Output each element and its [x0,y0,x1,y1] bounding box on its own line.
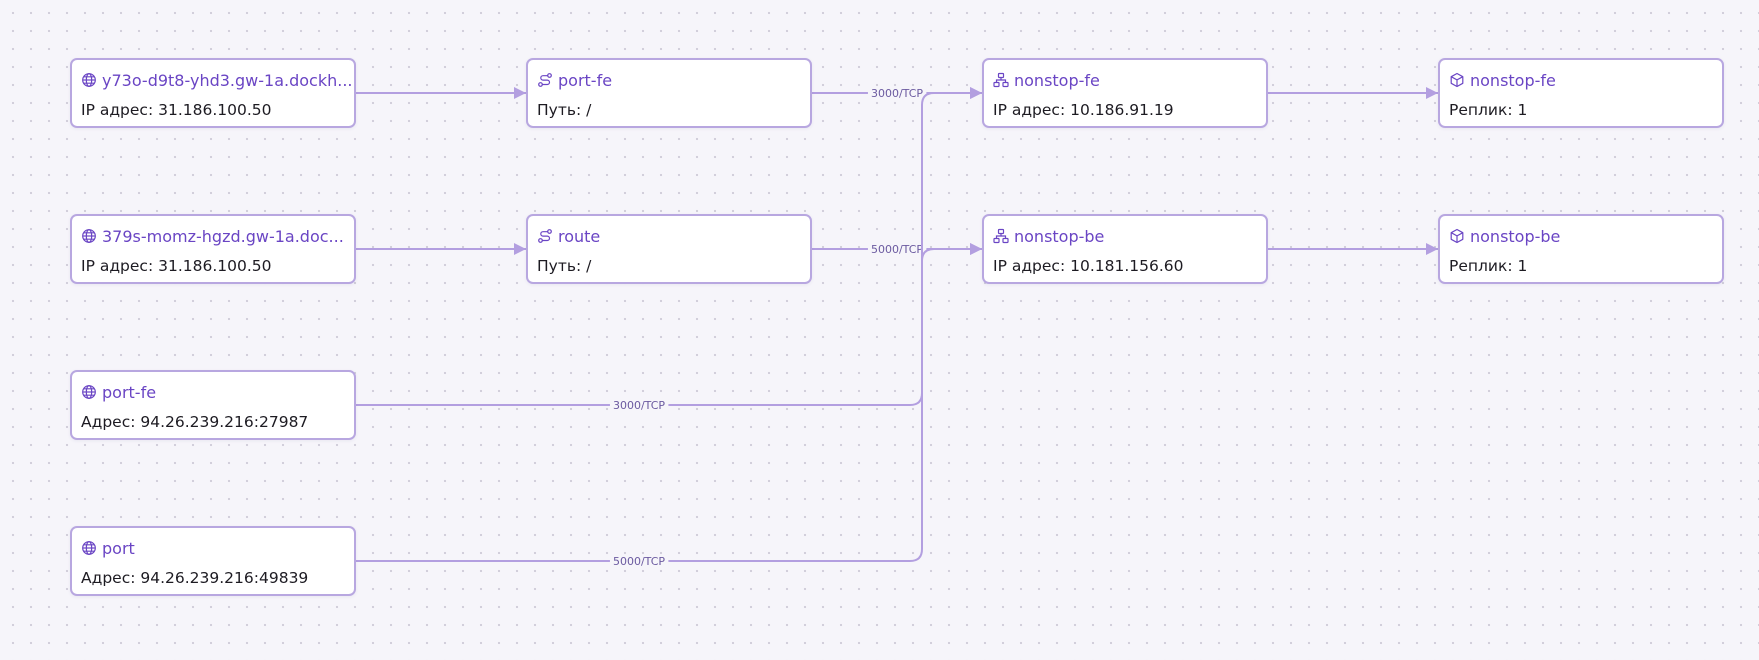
edge-label: 3000/TCP [871,87,923,100]
node-service-nonstop-be[interactable]: nonstop-be IP адрес: 10.181.156.60 [982,214,1268,284]
globe-icon [81,540,97,556]
network-icon [993,72,1009,88]
node-title: port-fe [558,70,613,90]
node-title: port-fe [102,382,157,402]
node-subtitle: Реплик: 1 [1449,257,1528,275]
node-ingress-1[interactable]: y73o-d9t8-yhd3.gw-1a.dockh... IP адрес: … [70,58,356,128]
node-title: nonstop-fe [1470,70,1556,90]
node-service-nonstop-fe[interactable]: nonstop-fe IP адрес: 10.186.91.19 [982,58,1268,128]
node-app-nonstop-fe[interactable]: nonstop-fe Реплик: 1 [1438,58,1724,128]
edge-route2-svc2: 5000/TCP [812,243,982,256]
node-subtitle: Путь: / [537,101,592,119]
edge-label-background [867,87,927,100]
node-subtitle: IP адрес: 31.186.100.50 [81,257,272,275]
node-route-port-fe[interactable]: port-fe Путь: / [526,58,812,128]
globe-icon [81,72,97,88]
edge-label-background [609,555,669,568]
edge-label: 5000/TCP [871,243,923,256]
route-icon [537,228,553,244]
edge-label-background [867,243,927,256]
box-icon [1449,228,1465,244]
edge-line [356,243,982,562]
edge-label-background [609,399,669,412]
node-title: port [102,538,135,558]
node-route[interactable]: route Путь: / [526,214,812,284]
node-ingress-2[interactable]: 379s-momz-hgzd.gw-1a.doc... IP адрес: 31… [70,214,356,284]
network-icon [993,228,1009,244]
node-title: 379s-momz-hgzd.gw-1a.doc... [102,226,344,246]
node-title: route [558,226,601,246]
edge-line [356,87,982,406]
node-subtitle: IP адрес: 10.181.156.60 [993,257,1184,275]
node-subtitle: IP адрес: 31.186.100.50 [81,101,272,119]
node-tcp-port[interactable]: port Адрес: 94.26.239.216:49839 [70,526,356,596]
node-title: nonstop-fe [1014,70,1100,90]
edge-label: 5000/TCP [613,555,665,568]
node-subtitle: IP адрес: 10.186.91.19 [993,101,1174,119]
box-icon [1449,72,1465,88]
node-tcp-port-fe[interactable]: port-fe Адрес: 94.26.239.216:27987 [70,370,356,440]
node-app-nonstop-be[interactable]: nonstop-be Реплик: 1 [1438,214,1724,284]
route-icon [537,72,553,88]
globe-icon [81,384,97,400]
node-subtitle: Адрес: 94.26.239.216:27987 [81,413,309,431]
node-title: nonstop-be [1014,226,1105,246]
globe-icon [81,228,97,244]
node-subtitle: Адрес: 94.26.239.216:49839 [81,569,309,587]
edge-route1-svc1: 3000/TCP [812,87,982,100]
edge-tcp2-svc2: 5000/TCP [356,243,982,568]
node-title: nonstop-be [1470,226,1561,246]
node-subtitle: Путь: / [537,257,592,275]
node-subtitle: Реплик: 1 [1449,101,1528,119]
edge-label: 3000/TCP [613,399,665,412]
edge-tcp1-svc1: 3000/TCP [356,87,982,412]
node-title: y73o-d9t8-yhd3.gw-1a.dockh... [102,70,353,90]
